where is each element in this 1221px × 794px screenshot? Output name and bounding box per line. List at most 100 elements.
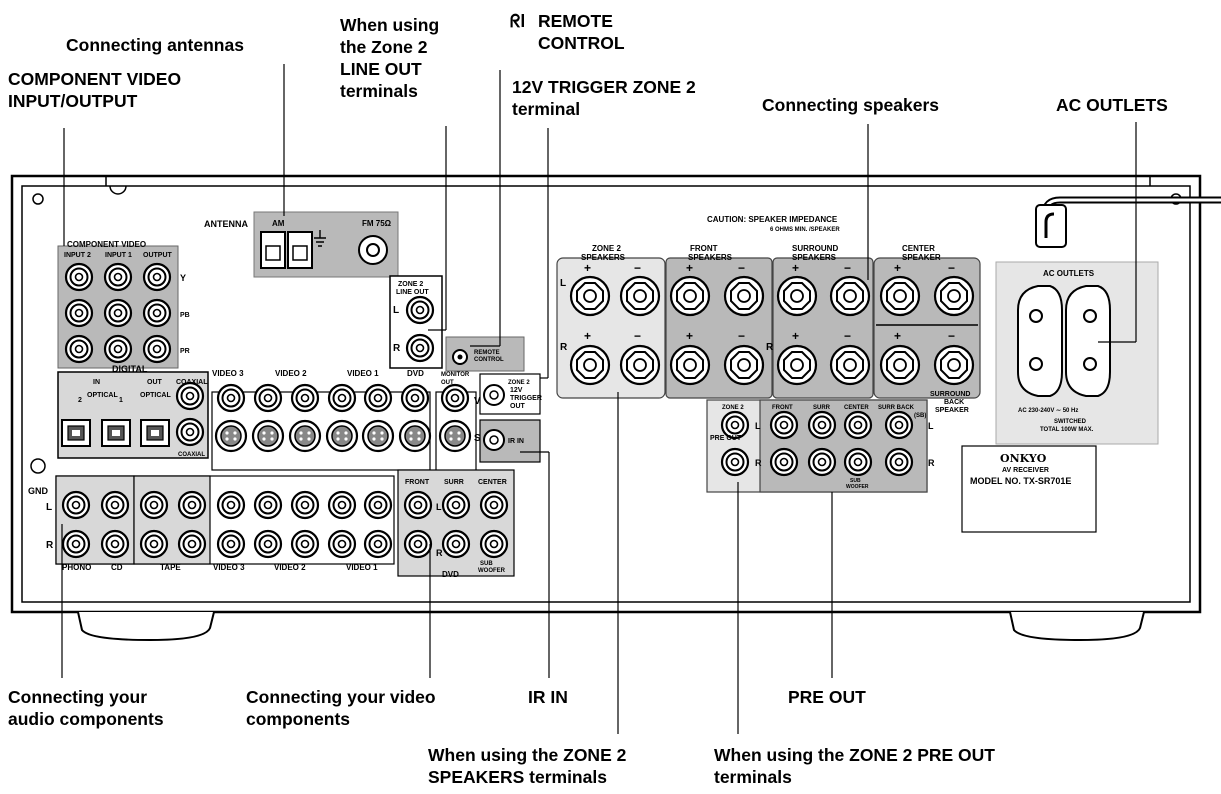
digital-out-label: OUT <box>147 379 163 386</box>
surround-back-label-3: SPEAKER <box>935 407 969 414</box>
spk-l-label: L <box>560 278 566 289</box>
digital-in-label: IN <box>93 379 100 386</box>
pre-sb-r-label: R <box>928 458 935 468</box>
minus-6: − <box>738 329 745 343</box>
surround-speakers-label-2: SPEAKERS <box>792 253 837 262</box>
minus-4: − <box>948 261 955 275</box>
coaxial-label: COAXIAL <box>176 379 208 386</box>
speaker-terminals-block <box>556 257 981 399</box>
surround-back-label-1: SURROUND <box>930 391 970 398</box>
pre-surr-label: SURR <box>813 405 831 411</box>
spk-r-label-2: R <box>766 342 774 353</box>
plus-3: + <box>792 261 799 275</box>
remote-label-1: REMOTE <box>474 350 500 356</box>
pre-zone2-label: ZONE 2 <box>722 405 744 411</box>
zone2-trigger-label-3: TRIGGER <box>510 395 542 402</box>
surround-speakers-label-1: SURROUND <box>792 244 838 253</box>
dvd-surr-label: SURR <box>444 479 464 486</box>
dvd-woofer-label: WOOFER <box>478 568 506 574</box>
pre-out-block <box>706 399 928 493</box>
caution2-label: 6 OHMS MIN. /SPEAKER <box>770 227 840 233</box>
callout-zone2-speakers: When using the ZONE 2 SPEAKERS terminals <box>428 745 627 787</box>
fm-label: FM 75Ω <box>362 219 392 228</box>
phono-label: PHONO <box>62 563 91 572</box>
opt1-label: 1 <box>119 397 123 404</box>
video2-label: VIDEO 2 <box>275 369 307 378</box>
am-label: AM <box>272 219 285 228</box>
antenna-label: ANTENNA <box>204 219 248 229</box>
caution-label: CAUTION: SPEAKER IMPEDANCE <box>707 215 838 224</box>
pre-r-label: R <box>755 458 762 468</box>
y-label: Y <box>180 273 186 283</box>
plus-6: + <box>686 329 693 343</box>
dvd-sub-label: SUB <box>480 561 493 567</box>
component-video-block <box>57 245 179 369</box>
video-inputs-block <box>211 383 477 473</box>
zone2-trigger-label-1: ZONE 2 <box>508 380 530 386</box>
callout-ac-outlets: AC OUTLETS <box>1056 95 1168 115</box>
brand-label: ONKYO <box>1000 452 1047 465</box>
cd-label: CD <box>111 563 123 572</box>
callout-video-components: Connecting your video components <box>246 687 436 729</box>
audio-r-label: R <box>46 540 54 551</box>
ac-spec-label: AC 230-240V ∼ 50 Hz <box>1018 408 1078 414</box>
v-label: V <box>474 396 481 407</box>
minus-3: − <box>844 261 851 275</box>
video3-bottom-label: VIDEO 3 <box>213 563 245 572</box>
video1-label: VIDEO 1 <box>347 369 379 378</box>
cv-input1-label: INPUT 1 <box>105 252 132 259</box>
opt2-label: 2 <box>78 397 82 404</box>
coaxial-in-label: COAXIAL <box>178 452 205 458</box>
pre-center-label: CENTER <box>844 405 869 411</box>
zone2-speakers-label-2: SPEAKERS <box>581 253 626 262</box>
tape-label: TAPE <box>160 563 181 572</box>
ri-icon: ᖇl <box>510 11 526 31</box>
monitor-label: MONITOR <box>441 372 470 378</box>
minus-7: − <box>844 329 851 343</box>
pre-front-label: FRONT <box>772 405 793 411</box>
callout-ir-in: IR IN <box>528 687 568 707</box>
video3-label: VIDEO 3 <box>212 369 244 378</box>
plus-5: + <box>584 329 591 343</box>
plus-2: + <box>686 261 693 275</box>
ac-outlets-panel-label: AC OUTLETS <box>1043 269 1095 278</box>
callout-zone2-pre-out: When using the ZONE 2 PRE OUT terminals <box>714 745 995 787</box>
pre-sub-label: SUB <box>850 478 861 484</box>
optical-out-label: OPTICAL <box>140 392 171 399</box>
plus-1: + <box>584 261 591 275</box>
zone2-trigger-label-4: OUT <box>510 403 526 410</box>
callout-connecting-speakers: Connecting speakers <box>762 95 939 115</box>
av-receiver-label: AV RECEIVER <box>1002 467 1049 474</box>
callout-connecting-antennas: Connecting antennas <box>66 35 244 55</box>
dvd-l-label: L <box>436 502 442 512</box>
front-speakers-label-1: FRONT <box>690 244 718 253</box>
optical-in-label: OPTICAL <box>87 392 118 399</box>
leader-lines <box>61 64 1137 734</box>
digital-label: DIGITAL <box>112 364 148 374</box>
surround-back-label-2: BACK <box>944 399 964 406</box>
callout-12v-trigger: 12V TRIGGER ZONE 2 terminal <box>512 77 696 119</box>
pre-sb-l-label: L <box>928 421 934 431</box>
plus-8: + <box>894 329 901 343</box>
minus-5: − <box>634 329 641 343</box>
digital-block <box>57 371 209 459</box>
switched-label: SWITCHED <box>1054 419 1087 425</box>
pre-woofer-label: WOOFER <box>846 484 869 490</box>
video1-bottom-label: VIDEO 1 <box>346 563 378 572</box>
panel-labels: ANTENNA AM FM 75Ω COMPONENT VIDEO INPUT … <box>28 215 1095 579</box>
callout-component-video: COMPONENT VIDEO INPUT/OUTPUT <box>8 69 182 111</box>
dvd-r-label: R <box>436 548 443 558</box>
zone2-line-out-label-1: ZONE 2 <box>398 281 423 288</box>
spk-r-label: R <box>560 342 568 353</box>
zone2-line-out-block <box>389 275 443 369</box>
remote-control-block <box>445 336 525 372</box>
audio-l-label: L <box>46 502 52 513</box>
pre-sb-label: (SB) <box>914 413 926 419</box>
cv-output-label: OUTPUT <box>143 252 173 259</box>
remote-label-2: CONTROL <box>474 357 504 363</box>
s-label: S <box>474 433 481 444</box>
ground-icon <box>314 230 326 247</box>
minus-2: − <box>738 261 745 275</box>
ir-in-panel-label: IR IN <box>508 438 524 445</box>
